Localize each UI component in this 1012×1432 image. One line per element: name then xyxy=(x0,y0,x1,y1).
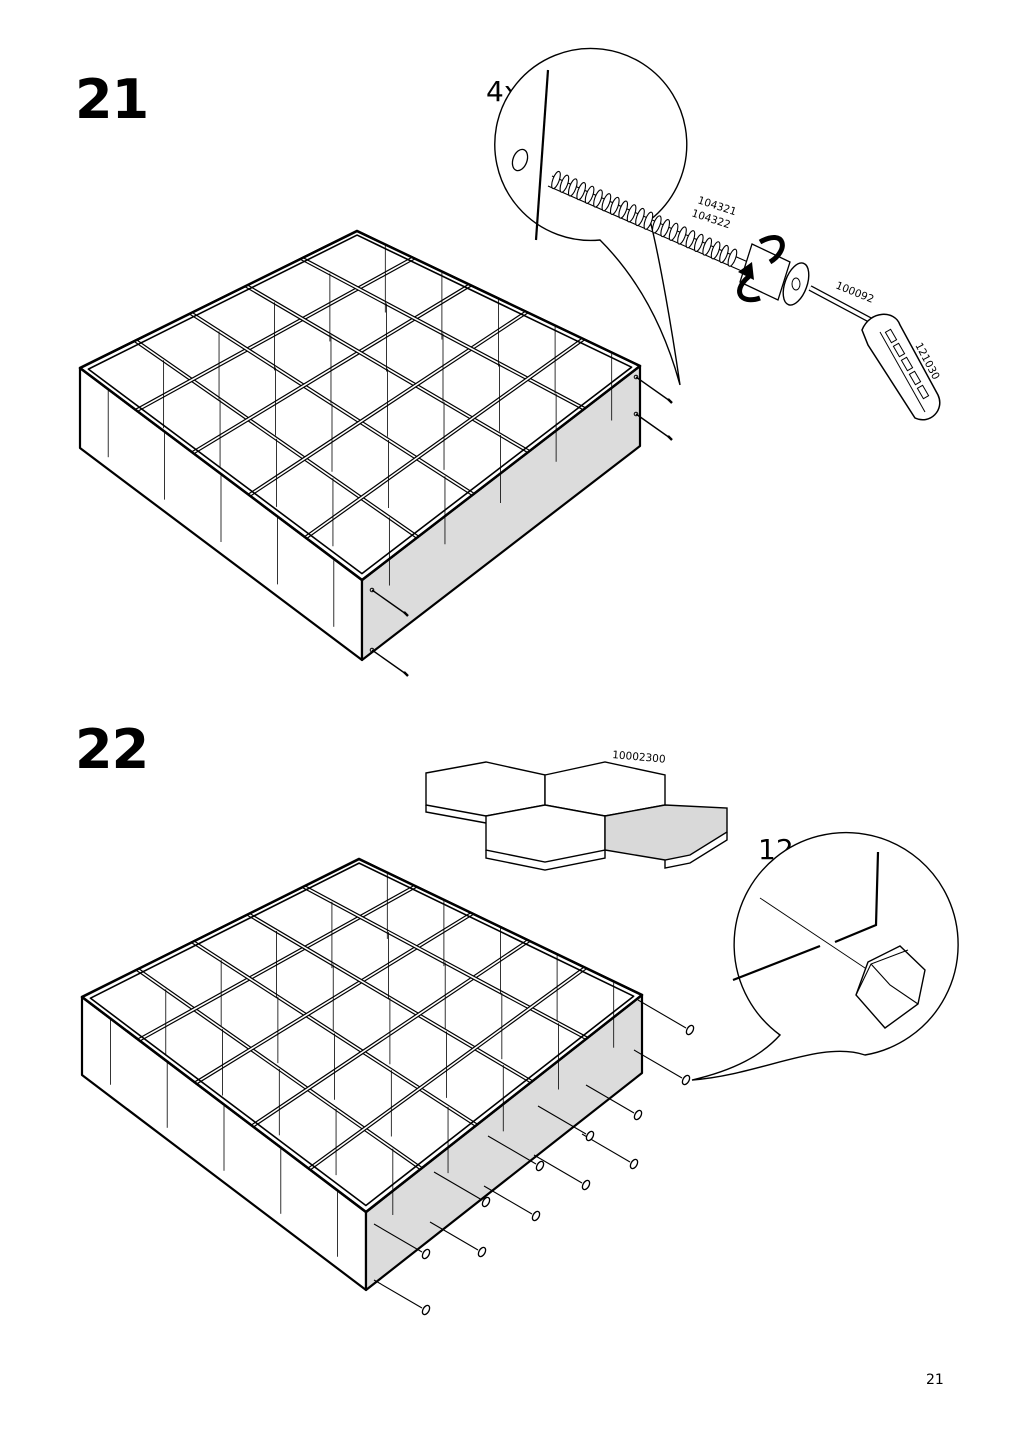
hexagon-peg-icon xyxy=(855,945,926,1029)
peg-10 xyxy=(429,1221,488,1259)
shelf-unit-step-21 xyxy=(78,229,642,662)
detail-callout-step-21: 104321 104322 100092 121030 xyxy=(494,47,942,421)
screwdriver-handle xyxy=(861,313,941,421)
page-number: 21 xyxy=(926,1372,944,1388)
bolt-threads xyxy=(551,170,738,267)
peg-6 xyxy=(533,1154,592,1192)
shelf-unit-step-22 xyxy=(80,857,644,1292)
step-number-21: 21 xyxy=(75,68,149,131)
step-number-22: 22 xyxy=(75,718,149,781)
peg-12 xyxy=(373,1279,432,1317)
part-label-10002300: 10002300 xyxy=(612,749,666,766)
peg-1 xyxy=(637,999,696,1037)
rotate-arrow-icon xyxy=(737,235,785,303)
peg-8 xyxy=(483,1185,542,1223)
detail-callout-step-22 xyxy=(691,831,959,1081)
hexagon-pegs-package: 10002300 xyxy=(425,749,728,871)
